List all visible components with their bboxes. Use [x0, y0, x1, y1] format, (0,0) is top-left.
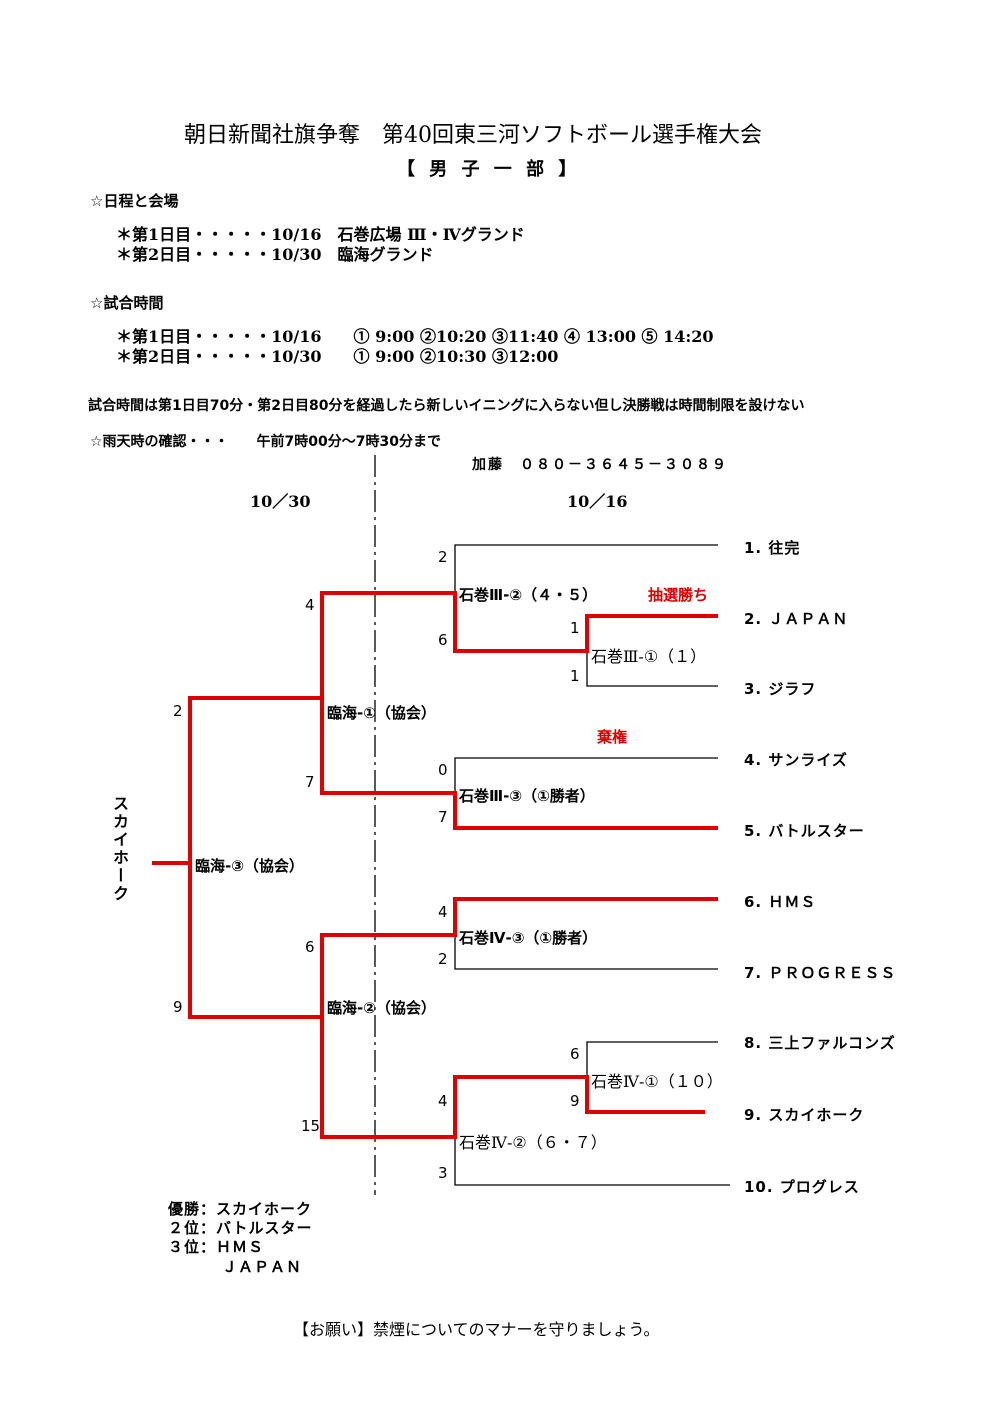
score: 4 — [305, 596, 315, 614]
score: 6 — [305, 938, 315, 956]
match-label: 石巻Ⅲ-①（１） — [591, 647, 707, 666]
team-9: 9. スカイホーク — [744, 1106, 865, 1124]
score: 2 — [438, 950, 448, 968]
bracket-winner-path — [152, 591, 718, 1139]
score: 9 — [570, 1092, 580, 1110]
division-title: 【 男 子 一 部 】 — [397, 159, 581, 180]
times-day2: ＊第2日目・・・・・10/30 ① 9:00 ②10:30 ③12:00 — [116, 347, 559, 366]
result-third: ３位：ＨＭＳ — [168, 1238, 265, 1256]
lottery-note: 抽選勝ち — [648, 586, 709, 604]
score: 3 — [438, 1164, 448, 1182]
match-label: 石巻Ⅲ-②（４・５） — [459, 586, 598, 604]
team-1: 1. 往完 — [744, 539, 801, 557]
score: 2 — [173, 702, 183, 720]
result-second: ２位：バトルスター — [168, 1219, 313, 1237]
page-title: 朝日新聞社旗争奪 第40回東三河ソフトボール選手権大会 — [184, 123, 762, 148]
score: 1 — [570, 619, 580, 637]
score: 4 — [438, 1092, 448, 1110]
match-label: 石巻Ⅲ-③（①勝者） — [459, 787, 595, 805]
team-8: 8. 三上ファルコンズ — [744, 1034, 896, 1052]
forfeit-note: 棄権 — [597, 728, 628, 746]
score: 6 — [570, 1045, 580, 1063]
times-day1: ＊第1日目・・・・・10/16 ① 9:00 ②10:20 ③11:40 ④ 1… — [116, 327, 714, 346]
match-label: 石巻Ⅳ-①（１０） — [591, 1072, 723, 1091]
rain-check: ☆雨天時の確認・・・ 午前7時00分～7時30分まで — [90, 434, 441, 450]
score: 0 — [438, 761, 448, 779]
schedule-day1: ＊第1日目・・・・・10/16 石巻広場 Ⅲ・Ⅳグランド — [116, 225, 525, 244]
team-6: 6. ＨＭＳ — [744, 893, 817, 911]
score: 15 — [301, 1117, 321, 1135]
date-day2: 10／30 — [250, 492, 311, 511]
team-5: 5. バトルスター — [744, 822, 865, 840]
match-label: 石巻Ⅳ-②（６・７） — [459, 1133, 607, 1152]
team-10: 10. プログレス — [744, 1178, 860, 1196]
match-label: 石巻Ⅳ-③（①勝者） — [459, 929, 598, 947]
match-label: 臨海-②（協会） — [327, 999, 436, 1017]
match-label: 臨海-③（協会） — [195, 857, 304, 875]
match-label: 臨海-①（協会） — [327, 704, 436, 722]
score: 6 — [438, 631, 448, 649]
score: 2 — [438, 548, 448, 566]
date-day1: 10／16 — [567, 492, 628, 511]
team-3: 3. ジラフ — [744, 680, 817, 698]
contact-phone: 加藤 ０８０－３６４５－３０８９ — [472, 457, 728, 473]
rule-text: 試合時間は第1日目70分・第2日目80分を経過したら新しいイニングに入らない但し… — [88, 398, 805, 414]
result-third-2: ＪＡＰＡＮ — [222, 1258, 303, 1276]
champion-name: スカイホーク — [110, 795, 129, 903]
score: 7 — [438, 808, 448, 826]
footer-note: 【お願い】禁煙についてのマナーを守りましょう。 — [293, 1320, 660, 1339]
score: 9 — [173, 998, 183, 1016]
team-2: 2. ＪＡＰＡＮ — [744, 610, 849, 628]
team-7: 7. ＰＲＯＧＲＥＳＳ — [744, 964, 897, 982]
score: 7 — [305, 773, 315, 791]
times-heading: ☆試合時間 — [90, 294, 164, 312]
schedule-heading: ☆日程と会場 — [90, 192, 179, 210]
score: 4 — [438, 903, 448, 921]
schedule-day2: ＊第2日目・・・・・10/30 臨海グランド — [116, 245, 434, 264]
result-first: 優勝：スカイホーク — [168, 1200, 313, 1218]
team-4: 4. サンライズ — [744, 751, 848, 769]
score: 1 — [570, 667, 580, 685]
